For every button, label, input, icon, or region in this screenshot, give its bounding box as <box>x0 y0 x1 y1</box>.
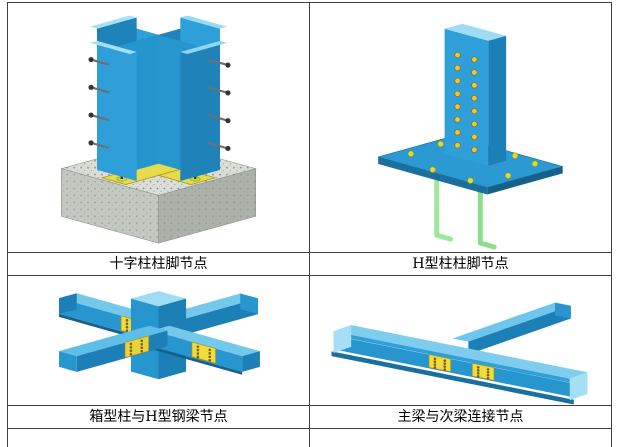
h-column-base-figure <box>377 23 564 250</box>
caption-h-column-base: H型柱柱脚节点 <box>309 252 612 276</box>
table-row <box>7 428 612 447</box>
cell-next-right <box>309 428 612 447</box>
front-left-beam <box>59 325 168 372</box>
web-bolts <box>454 51 478 153</box>
caption-main-secondary-beam: 主梁与次梁连接节点 <box>309 405 612 429</box>
flange-bolts <box>88 56 231 151</box>
connection-plates <box>428 353 495 381</box>
cell-box-column-beam-image <box>7 275 310 406</box>
table-row <box>7 2 612 253</box>
base-plate <box>377 135 564 194</box>
cross-column <box>90 15 227 181</box>
box-column-h-beam-figure <box>59 290 260 379</box>
shear-plate <box>191 341 216 364</box>
main-beam <box>331 324 588 405</box>
table-row: 十字柱柱脚节点 H型柱柱脚节点 <box>7 252 612 276</box>
cell-h-column-base-image <box>309 2 612 253</box>
cell-next-left <box>7 428 310 447</box>
cell-main-secondary-beam-image <box>309 275 612 406</box>
caption-box-column-beam: 箱型柱与H型钢梁节点 <box>7 405 310 429</box>
anchor-rods <box>434 168 497 250</box>
table-row <box>7 275 612 406</box>
caption-cross-column-base: 十字柱柱脚节点 <box>7 252 310 276</box>
front-right-beam <box>151 325 260 375</box>
secondary-beam <box>452 302 571 354</box>
cell-cross-column-base-image <box>7 2 310 253</box>
main-secondary-beam-figure <box>331 302 588 405</box>
joint-detail-table: 十字柱柱脚节点 H型柱柱脚节点 <box>7 2 612 447</box>
shear-plate <box>124 334 149 358</box>
h-column <box>444 23 507 166</box>
table-row: 箱型柱与H型钢梁节点 主梁与次梁连接节点 <box>7 405 612 429</box>
cross-column-base-figure <box>60 15 257 243</box>
